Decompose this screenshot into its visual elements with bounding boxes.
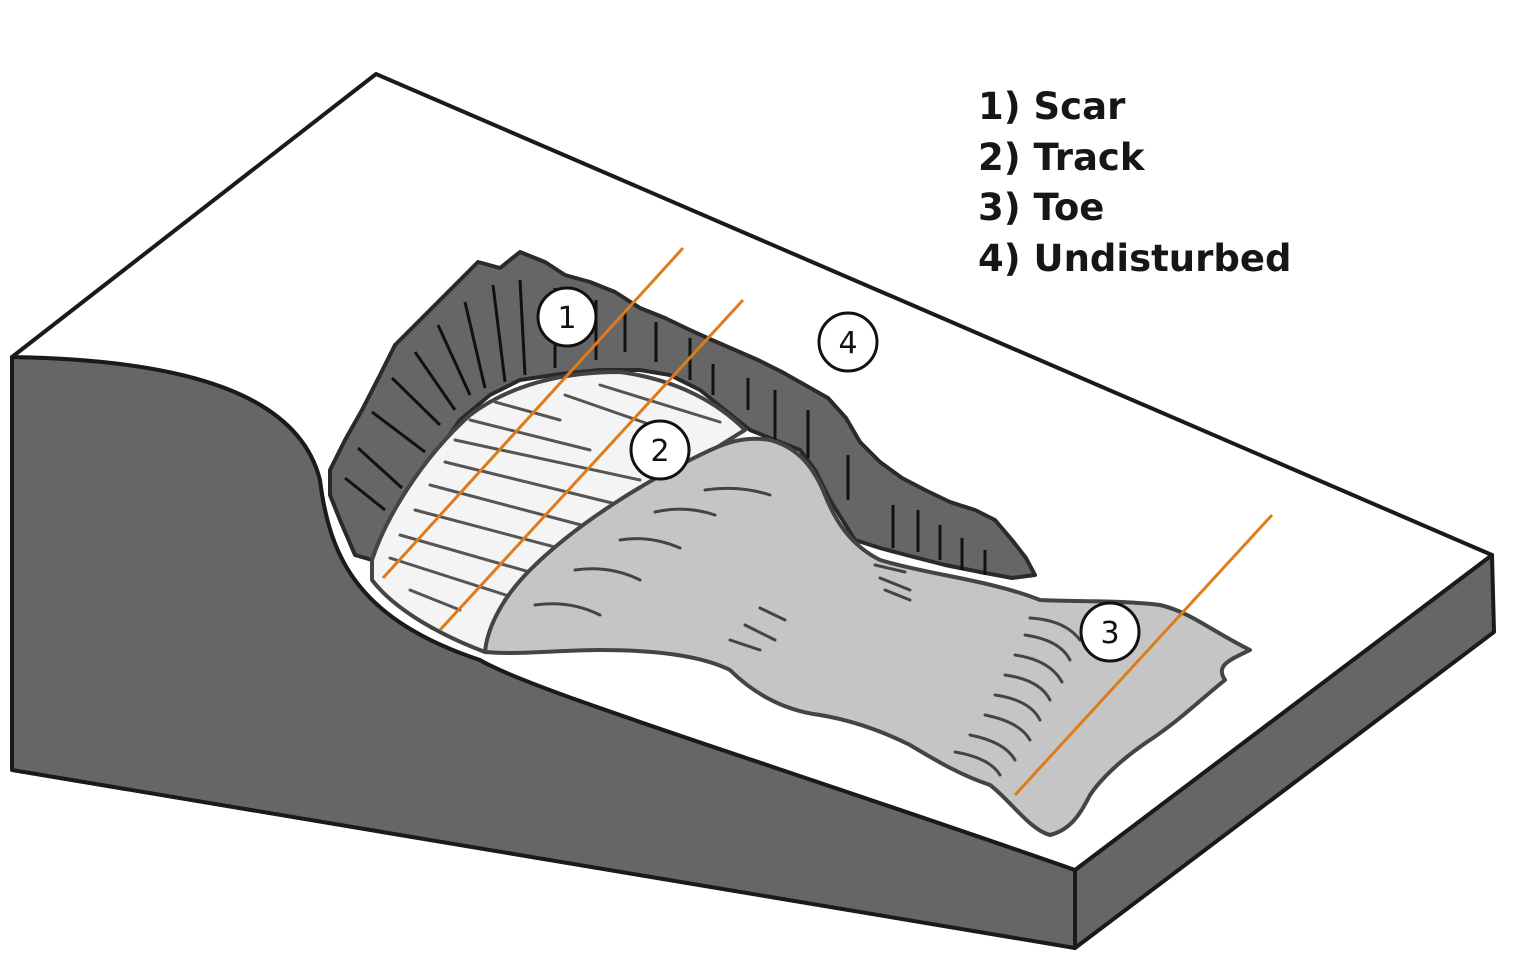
marker-toe: 3 (1079, 601, 1141, 663)
svg-text:2: 2 (650, 434, 669, 469)
svg-text:3: 3 (1100, 616, 1119, 651)
legend-item-scar: 1) Scar (978, 85, 1126, 128)
marker-track: 2 (629, 419, 691, 481)
legend-item-undisturbed: 4) Undisturbed (978, 236, 1292, 280)
svg-text:1: 1 (557, 301, 576, 336)
track-striations (388, 383, 722, 612)
section-line-toe (1013, 513, 1274, 797)
svg-text:4: 4 (838, 326, 857, 361)
section-line-scar (381, 246, 685, 580)
legend-item-track: 2) Track (978, 135, 1145, 179)
legend: 1) Scar 2) Track 3) Toe 4) Undisturbed (978, 82, 1291, 284)
marker-undisturbed: 4 (817, 311, 879, 373)
toe-deposit (483, 436, 1252, 837)
toe-flow-marks (533, 486, 1082, 777)
section-lines (381, 246, 1274, 797)
legend-item-toe: 3) Toe (978, 186, 1105, 229)
section-line-track (438, 298, 745, 632)
scar-hachures (344, 279, 987, 575)
marker-scar: 1 (536, 286, 598, 348)
scar-headscarp (328, 250, 1037, 580)
